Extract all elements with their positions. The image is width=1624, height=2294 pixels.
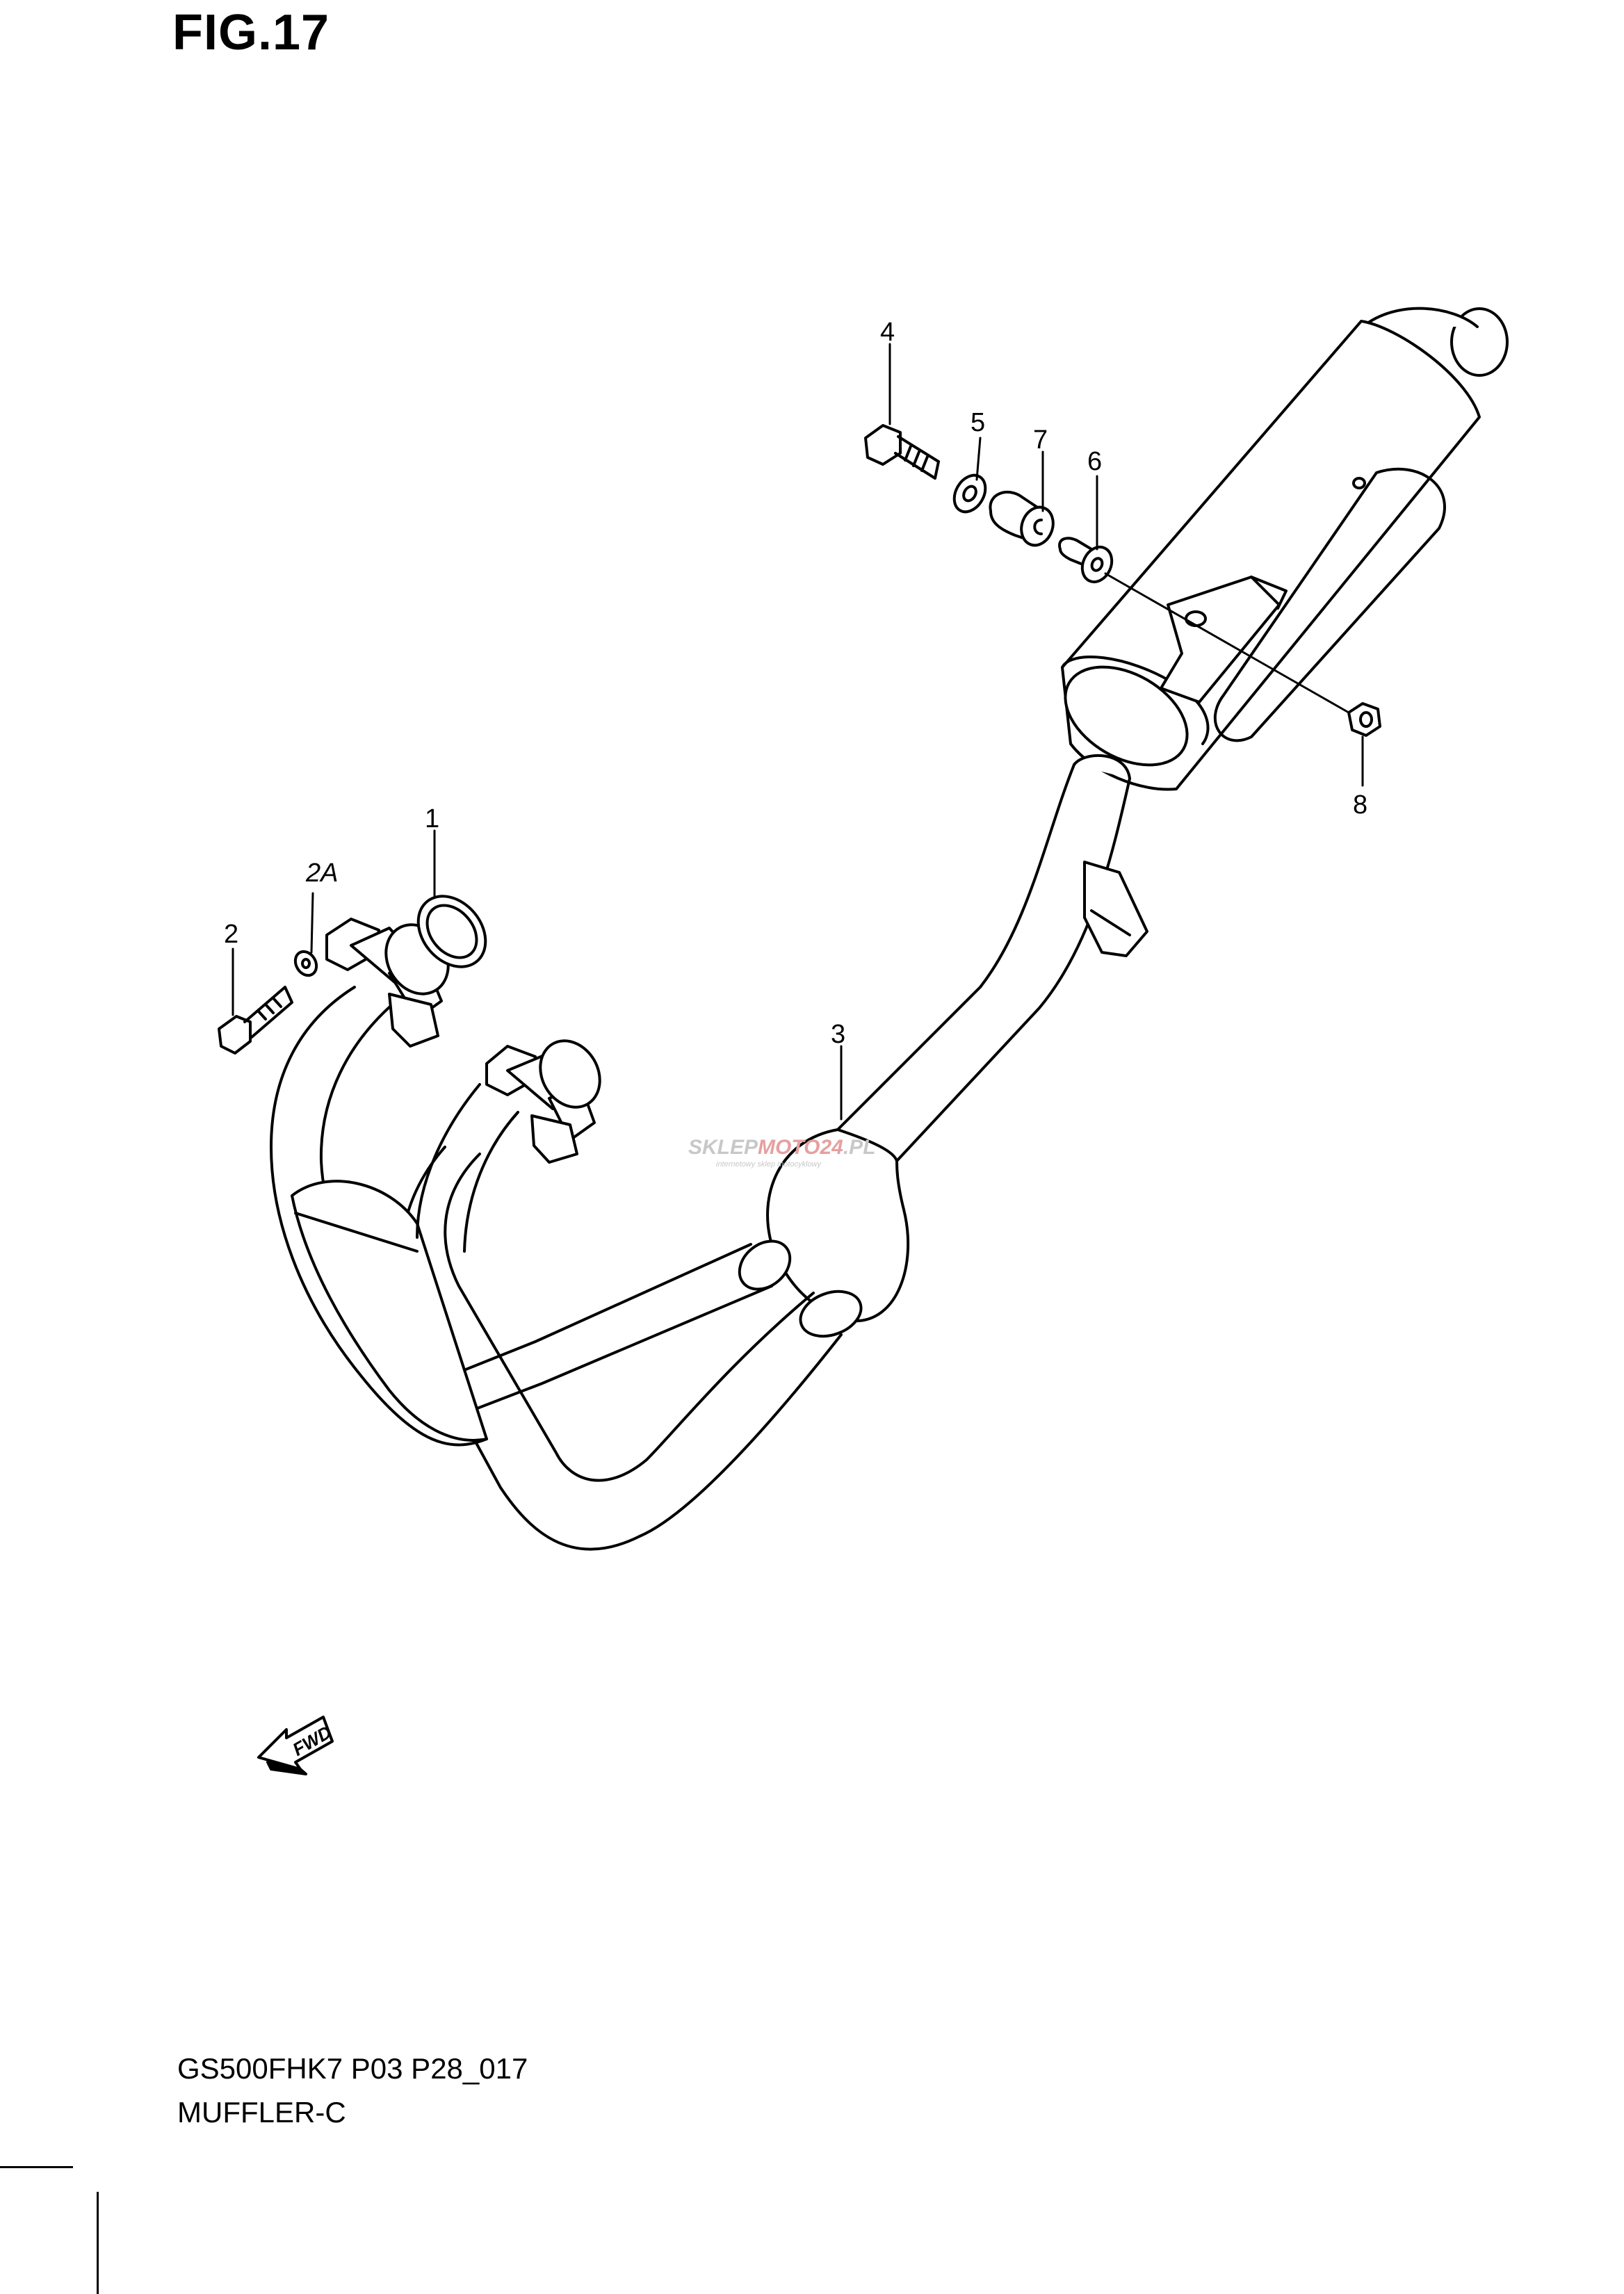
callout-3: 3: [831, 1020, 845, 1049]
mount-washer: [952, 473, 987, 514]
exhaust-pipe-assembly: [270, 754, 1148, 1551]
crop-mark-horizontal: [0, 2166, 73, 2168]
watermark-tagline: internetowy sklep motocyklowy: [716, 1160, 822, 1169]
callout-6: 6: [1087, 447, 1102, 476]
mount-nut: [1347, 702, 1381, 737]
forward-direction-arrow: FWD: [257, 1716, 335, 1775]
exhaust-pipe-clamp-right: [485, 1039, 601, 1164]
muffler-mount-bolt: [864, 424, 940, 480]
callout-2: 2: [224, 920, 238, 949]
assembly-axis-line: [1104, 572, 1350, 714]
watermark-suffix: .PL: [843, 1136, 876, 1159]
callout-5: 5: [971, 408, 985, 437]
exhaust-gasket: [416, 895, 487, 968]
section-name: MUFFLER-C: [177, 2096, 346, 2129]
model-code: GS500FHK7 P03 P28_017: [177, 2052, 528, 2085]
crop-mark-vertical: [97, 2192, 99, 2294]
leader-lines: [232, 343, 1364, 1121]
callout-8: 8: [1353, 790, 1367, 820]
mount-collar: [1058, 537, 1114, 584]
callout-7: 7: [1033, 425, 1048, 455]
clamp-bolt: [218, 986, 293, 1055]
callout-2a: 2A: [305, 859, 338, 888]
watermark: SKLEPMOTO24.PL internetowy sklep motocyk…: [688, 1136, 876, 1169]
callout-1: 1: [425, 804, 439, 833]
watermark-red: MOTO24: [758, 1136, 843, 1159]
clamp-washer: [293, 950, 318, 977]
callout-4: 4: [880, 318, 895, 347]
watermark-dark: SKLEP: [688, 1136, 758, 1159]
mount-cushion: [989, 490, 1055, 547]
figure-title: FIG.17: [172, 5, 330, 60]
muffler-body: [1061, 307, 1509, 791]
svg-text:SKLEPMOTO24.PL: SKLEPMOTO24.PL: [688, 1136, 876, 1159]
